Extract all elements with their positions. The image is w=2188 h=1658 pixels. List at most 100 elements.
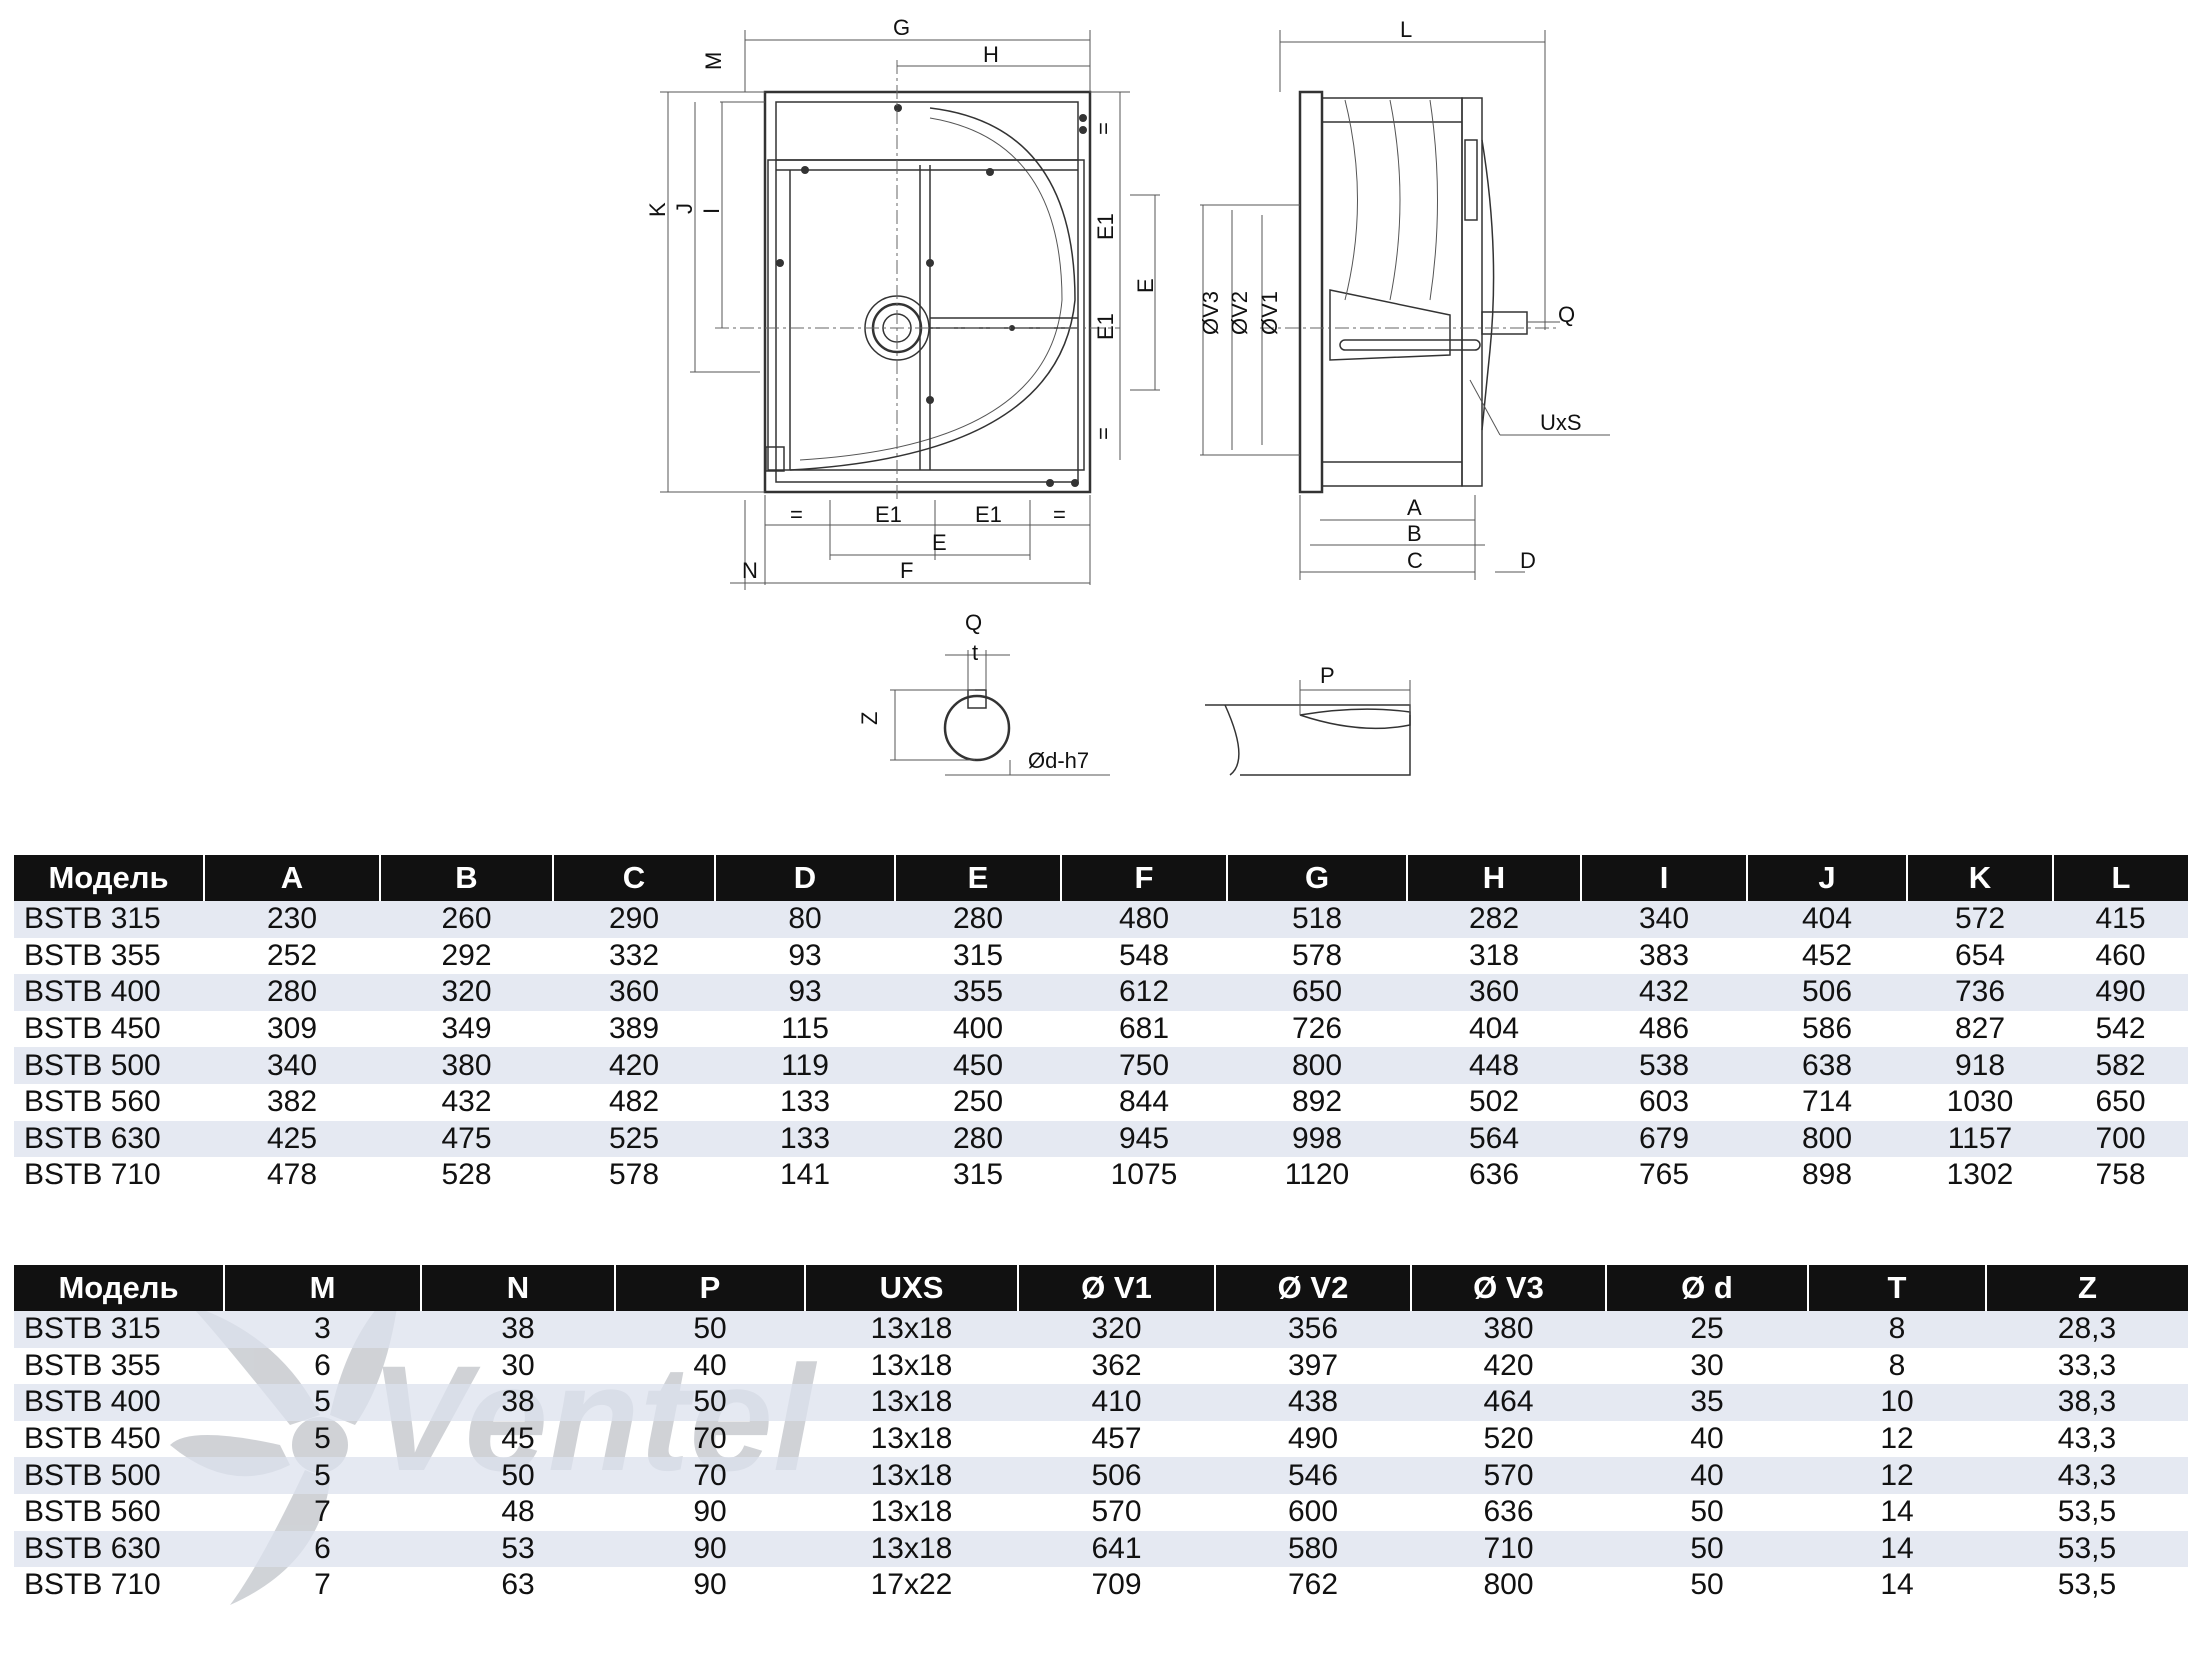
value-cell: 53,5 <box>2057 1568 2117 1602</box>
value-cell: 282 <box>1407 901 1581 938</box>
label-M: M <box>701 52 726 70</box>
value-cell: 420 <box>553 1047 715 1084</box>
label-J: J <box>672 203 697 214</box>
value-cell: 250 <box>952 1085 1004 1119</box>
value-cell: 490 <box>2053 974 2188 1011</box>
value-cell: 13x18 <box>805 1530 1018 1568</box>
value-cell: 292 <box>441 938 492 972</box>
value-cell: 518 <box>1227 901 1407 938</box>
label-E-right: E <box>1133 278 1158 293</box>
value-cell: 650 <box>2095 1085 2146 1119</box>
shaft-section: Q t Z Ød-h7 <box>857 610 1110 776</box>
value-cell: 360 <box>553 974 715 1011</box>
value-cell: 546 <box>1215 1457 1411 1494</box>
label-d: Ød-h7 <box>1028 748 1089 773</box>
front-frame-inner <box>775 101 1079 483</box>
value-cell: 141 <box>779 1158 831 1192</box>
value-cell: 13x18 <box>870 1348 953 1382</box>
value-cell: 356 <box>1215 1311 1411 1348</box>
value-cell: 280 <box>895 1120 1061 1158</box>
value-cell: 538 <box>1581 1047 1747 1084</box>
value-cell: 1302 <box>1946 1158 2014 1192</box>
model-cell: BSTB 315 <box>14 901 204 938</box>
value-cell: 654 <box>1954 938 2006 972</box>
value-cell: 520 <box>1483 1422 1534 1456</box>
label-eq-bottom: = <box>1091 427 1116 440</box>
value-cell: 709 <box>1091 1568 1142 1602</box>
value-cell: 12 <box>1880 1422 1914 1456</box>
table2-header-7: Ø V3 <box>1411 1265 1607 1311</box>
value-cell: 410 <box>1018 1384 1215 1421</box>
value-cell: 679 <box>1581 1120 1747 1158</box>
model-cell: BSTB 500 <box>14 1457 224 1494</box>
value-cell: 548 <box>1118 938 1170 972</box>
label-V3: ØV3 <box>1198 291 1223 335</box>
value-cell: 750 <box>1061 1047 1227 1084</box>
value-cell: 612 <box>1061 974 1227 1011</box>
value-cell: 765 <box>1638 1158 1690 1192</box>
value-cell: 360 <box>1407 974 1581 1011</box>
value-cell: 349 <box>441 1012 492 1046</box>
value-cell: 133 <box>779 1085 831 1119</box>
value-cell: 28,3 <box>1986 1311 2188 1348</box>
value-cell: 13x18 <box>805 1384 1018 1421</box>
label-eq-right: = <box>1053 502 1066 527</box>
value-cell: 578 <box>608 1158 660 1192</box>
table1-header-10: J <box>1747 855 1908 901</box>
model-cell: BSTB 500 <box>14 1047 204 1084</box>
value-cell: 8 <box>1808 1311 1986 1348</box>
value-cell: 464 <box>1411 1384 1606 1421</box>
model-cell: BSTB 710 <box>24 1158 161 1192</box>
value-cell: 450 <box>895 1047 1061 1084</box>
value-cell: 315 <box>952 938 1004 972</box>
value-cell: 603 <box>1638 1085 1690 1119</box>
value-cell: 1120 <box>1284 1158 1350 1192</box>
value-cell: 340 <box>1581 901 1747 938</box>
value-cell: 13x18 <box>805 1311 1018 1348</box>
label-V1: ØV1 <box>1257 291 1282 335</box>
table1-header-12: L <box>2053 855 2188 901</box>
value-cell: 252 <box>266 938 318 972</box>
value-cell: 762 <box>1287 1568 1339 1602</box>
value-cell: 564 <box>1407 1120 1581 1158</box>
label-B: B <box>1407 521 1422 546</box>
model-cell: BSTB 560 <box>24 1495 161 1529</box>
value-cell: 362 <box>1091 1348 1142 1382</box>
table2-header-1: M <box>224 1265 422 1311</box>
value-cell: 45 <box>501 1422 535 1456</box>
value-cell: 38,3 <box>1986 1384 2188 1421</box>
value-cell: 681 <box>1118 1012 1170 1046</box>
value-cell: 318 <box>1468 938 1520 972</box>
value-cell: 6 <box>224 1530 421 1568</box>
value-cell: 638 <box>1747 1047 1907 1084</box>
technical-drawing: G H M K J I = E1 E E1 = <box>0 0 2188 800</box>
model-cell: BSTB 630 <box>14 1120 204 1158</box>
value-cell: 63 <box>501 1568 535 1602</box>
table2-header-2: N <box>421 1265 616 1311</box>
value-cell: 43,3 <box>1986 1457 2188 1494</box>
model-cell: BSTB 400 <box>14 974 204 1011</box>
value-cell: 50 <box>1606 1530 1808 1568</box>
value-cell: 260 <box>380 901 553 938</box>
value-cell: 714 <box>1801 1085 1853 1119</box>
value-cell: 397 <box>1287 1348 1339 1382</box>
table1-header-2: B <box>380 855 554 901</box>
value-cell: 578 <box>1291 938 1343 972</box>
value-cell: 7 <box>314 1568 331 1602</box>
value-cell: 90 <box>615 1530 805 1568</box>
front-view: G H M K J I = E1 E E1 = <box>645 15 1160 590</box>
label-E1-bottom: E1 <box>1093 313 1118 340</box>
value-cell: 448 <box>1407 1047 1581 1084</box>
value-cell: 40 <box>1606 1457 1808 1494</box>
value-cell: 570 <box>1411 1457 1606 1494</box>
label-eq-left: = <box>790 502 803 527</box>
